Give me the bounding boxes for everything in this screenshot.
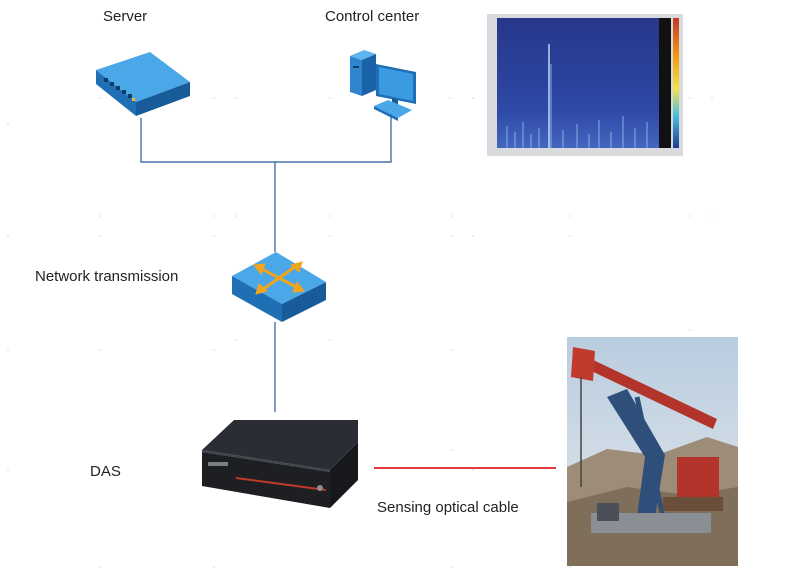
network-transmission-label: Network transmission: [35, 268, 179, 285]
server-connector-line: [140, 114, 392, 163]
oil-pumpjack-photo: [567, 337, 738, 566]
sensing-optical-cable-label: Sensing optical cable: [377, 499, 519, 516]
computer-icon: [350, 50, 416, 121]
das-label: DAS: [90, 463, 121, 480]
server-icon: [96, 52, 190, 116]
spectrogram-image: [487, 14, 683, 156]
das-rack-unit-icon: [202, 420, 358, 508]
network-switch-icon: [232, 252, 326, 322]
server-label: Server: [103, 8, 148, 25]
control-center-label: Control center: [325, 8, 420, 25]
